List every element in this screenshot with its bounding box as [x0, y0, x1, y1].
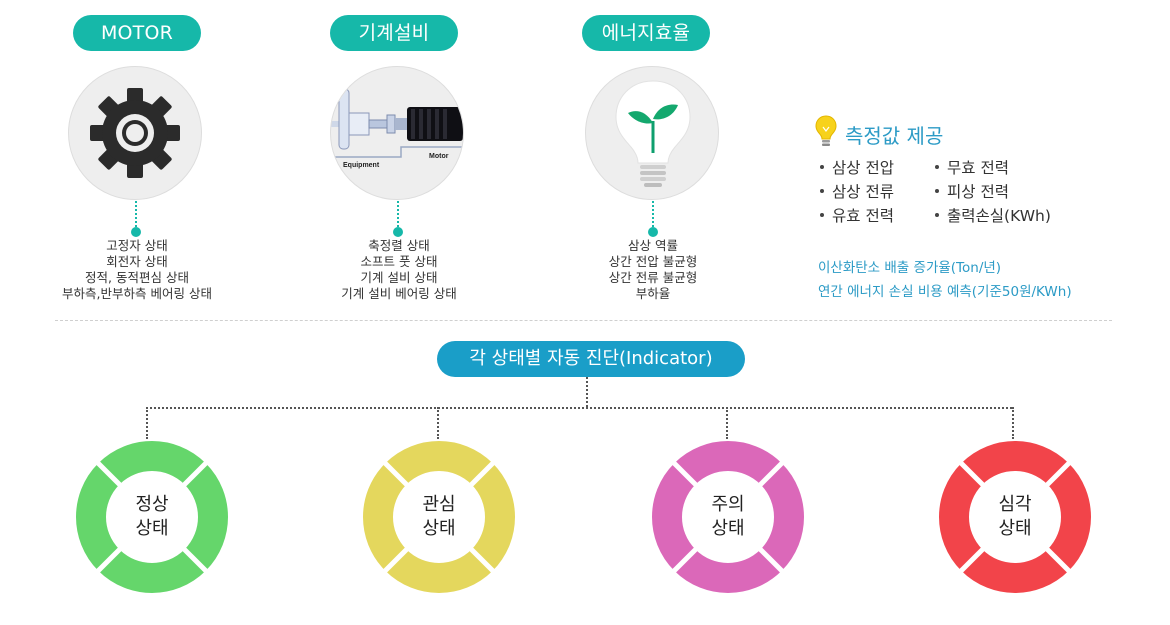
ring-band — [76, 441, 228, 593]
tree-bar — [146, 407, 1012, 409]
ring-caution — [652, 441, 804, 593]
list-item: 무효 전력 — [935, 156, 1085, 180]
list-item: 축정렬 상태 — [368, 238, 430, 253]
ring-normal — [76, 441, 228, 593]
list-item: 삼상 전류 — [820, 180, 930, 204]
ring-gap — [1044, 460, 1072, 488]
category-pill-machinery: 기계설비 — [330, 15, 458, 51]
measurement-notes: 이산화탄소 배출 증가율(Ton/년) 연간 에너지 손실 비용 예측(기준50… — [818, 256, 1072, 304]
tree-branch-2 — [437, 407, 439, 439]
list-item: 기계 설비 상태 — [360, 270, 438, 285]
connector-machinery — [397, 201, 399, 227]
ring-gap — [468, 546, 496, 574]
motor-circle — [68, 66, 202, 200]
ring-gap — [958, 460, 986, 488]
motor-label: Motor — [429, 153, 449, 160]
ring-gap — [382, 460, 410, 488]
ring-gap — [181, 546, 209, 574]
list-item: 회전자 상태 — [106, 254, 168, 269]
list-item: 출력손실(KWh) — [935, 204, 1085, 228]
ring-attention — [363, 441, 515, 593]
list-item: 고정자 상태 — [106, 238, 168, 253]
bullet-icon — [820, 164, 824, 169]
machinery-items: 축정렬 상태 소프트 풋 상태 기계 설비 상태 기계 설비 베어링 상태 — [299, 238, 499, 302]
energy-circle — [585, 66, 719, 200]
bullet-icon — [820, 212, 824, 217]
tree-branch-4 — [1012, 407, 1014, 439]
measurement-title: 측정값 제공 — [845, 124, 944, 148]
lightbulb-icon — [815, 115, 837, 146]
list-item: 삼상 전압 — [820, 156, 930, 180]
bullet-icon — [820, 188, 824, 193]
list-item: 정적, 동적편심 상태 — [85, 270, 189, 285]
ring-band — [939, 441, 1091, 593]
motor-items: 고정자 상태 회전자 상태 정적, 동적편심 상태 부하측,반부하측 베어링 상… — [37, 238, 237, 302]
indicator-title: 각 상태별 자동 진단(Indicator) — [437, 341, 745, 377]
bullet-icon — [935, 212, 939, 217]
ring-gap — [671, 546, 699, 574]
list-item: 유효 전력 — [820, 204, 930, 228]
energy-items: 삼상 역률 상간 전압 불균형 상간 전류 불균형 부하율 — [553, 238, 753, 302]
note-co2: 이산화탄소 배출 증가율(Ton/년) — [818, 260, 1002, 276]
ring-gap — [757, 460, 785, 488]
ring-gap — [1044, 546, 1072, 574]
bullet-icon — [935, 188, 939, 193]
tree-stem — [586, 377, 588, 407]
gear-icon — [90, 88, 180, 178]
list-item: 피상 전력 — [935, 180, 1085, 204]
ring-band — [363, 441, 515, 593]
lightbulb-sprout-icon — [615, 80, 691, 187]
machinery-circle: Equipment Motor — [330, 66, 464, 200]
measurement-right-list: 무효 전력 피상 전력 출력손실(KWh) — [935, 156, 1085, 228]
ring-band — [652, 441, 804, 593]
bullet-icon — [935, 164, 939, 169]
list-item: 소프트 풋 상태 — [360, 254, 438, 269]
connector-energy — [652, 201, 654, 227]
connector-motor — [135, 201, 137, 227]
connector-dot-motor — [131, 227, 141, 237]
ring-gap — [757, 546, 785, 574]
ring-gap — [958, 546, 986, 574]
list-item: 상간 전압 불균형 — [608, 254, 698, 269]
list-item: 상간 전류 불균형 — [608, 270, 698, 285]
category-pill-energy: 에너지효율 — [582, 15, 710, 51]
ring-critical — [939, 441, 1091, 593]
tree-branch-1 — [146, 407, 148, 439]
ring-gap — [95, 460, 123, 488]
list-item: 삼상 역률 — [628, 238, 678, 253]
equipment-motor-diagram: Equipment Motor — [331, 88, 463, 169]
connector-dot-machinery — [393, 227, 403, 237]
ring-gap — [468, 460, 496, 488]
note-energy-cost: 연간 에너지 손실 비용 예측(기준50원/KWh) — [818, 284, 1072, 300]
section-divider — [55, 320, 1112, 321]
tree-branch-3 — [726, 407, 728, 439]
connector-dot-energy — [648, 227, 658, 237]
ring-gap — [671, 460, 699, 488]
ring-gap — [95, 546, 123, 574]
category-pill-motor: MOTOR — [73, 15, 201, 51]
list-item: 부하율 — [635, 286, 671, 301]
list-item: 기계 설비 베어링 상태 — [341, 286, 457, 301]
list-item: 부하측,반부하측 베어링 상태 — [62, 286, 212, 301]
ring-gap — [181, 460, 209, 488]
measurement-left-list: 삼상 전압 삼상 전류 유효 전력 — [820, 156, 930, 228]
equipment-label: Equipment — [343, 162, 380, 169]
ring-gap — [382, 546, 410, 574]
